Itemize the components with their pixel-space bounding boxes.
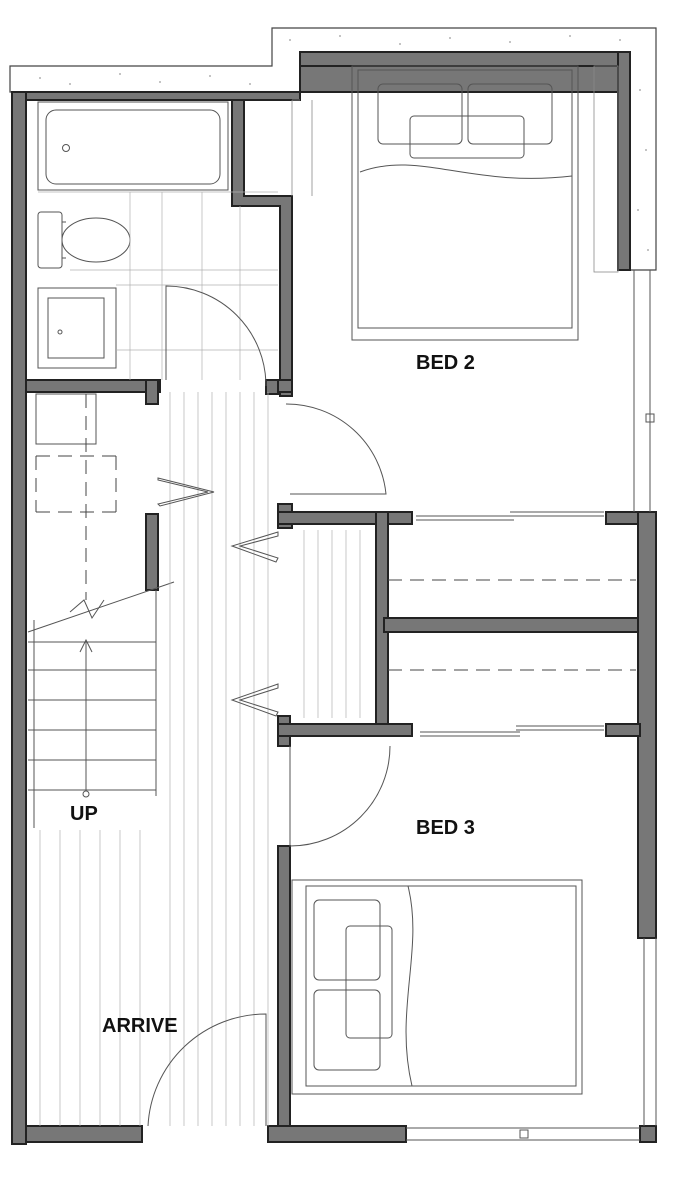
label-bed-2: BED 2 bbox=[416, 352, 475, 374]
label-bed-3: BED 3 bbox=[416, 817, 475, 839]
closets bbox=[388, 511, 636, 737]
bed-2-furniture bbox=[291, 65, 619, 341]
stair bbox=[27, 581, 175, 828]
bed-3-furniture bbox=[291, 879, 583, 1095]
hall-flooring bbox=[39, 392, 361, 1126]
windows bbox=[406, 270, 657, 1141]
label-arrive: ARRIVE bbox=[102, 1015, 178, 1037]
bathroom bbox=[37, 101, 278, 387]
storage-left bbox=[35, 393, 117, 600]
walls bbox=[11, 51, 657, 1145]
room-labels: BED 2 BED 3 UP ARRIVE bbox=[70, 352, 475, 1037]
label-stair-up: UP bbox=[70, 803, 98, 825]
doors bbox=[147, 403, 391, 1127]
